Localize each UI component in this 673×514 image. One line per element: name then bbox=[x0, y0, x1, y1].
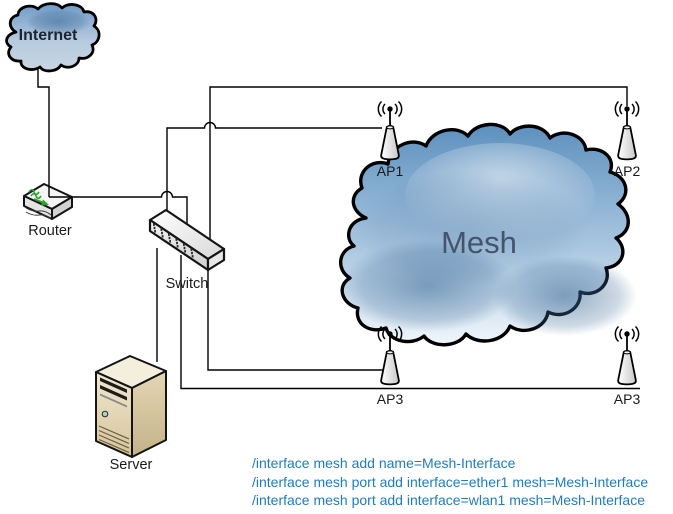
ap1-icon bbox=[377, 100, 403, 161]
internet-cloud: Internet bbox=[5, 2, 101, 73]
internet-cloud-label: Internet bbox=[19, 27, 78, 44]
server-slot bbox=[100, 377, 127, 393]
router-arrowhead bbox=[41, 199, 49, 206]
router-icon bbox=[23, 183, 73, 220]
switch-label: Switch bbox=[166, 276, 209, 292]
ap3-left-label: AP3 bbox=[377, 391, 404, 407]
connector-switch-ap3-right bbox=[180, 255, 640, 390]
cli-commands: /interface mesh add name=Mesh-Interface … bbox=[252, 454, 648, 510]
router-antenna-squiggles bbox=[28, 188, 42, 200]
router-ridges bbox=[25, 207, 52, 220]
server-power-led bbox=[101, 410, 109, 418]
mesh-cloud: Mesh bbox=[339, 122, 637, 347]
cli-command-line: /interface mesh port add interface=ether… bbox=[252, 473, 649, 490]
server-slot bbox=[100, 385, 127, 401]
cli-command-line: /interface mesh port add interface=wlan1… bbox=[252, 492, 645, 509]
switch-ports bbox=[153, 223, 194, 258]
ap2-icon bbox=[614, 100, 640, 161]
connectors bbox=[156, 86, 640, 390]
server-slot bbox=[100, 393, 127, 408]
connector-router-switch bbox=[49, 190, 188, 228]
cli-command-line: /interface mesh add name=Mesh-Interface bbox=[252, 455, 516, 471]
internet-cloud-shade bbox=[26, 9, 90, 35]
connector-switch-ap1 bbox=[166, 121, 382, 235]
ap3-right-label: AP3 bbox=[614, 391, 641, 407]
router-label: Router bbox=[28, 223, 72, 239]
ap2-label: AP2 bbox=[614, 163, 641, 179]
mesh-cloud-puff bbox=[493, 256, 637, 336]
ap3-right-icon bbox=[614, 325, 640, 386]
server-label: Server bbox=[110, 457, 153, 473]
connector-switch-ap2 bbox=[209, 86, 628, 240]
server-vents bbox=[98, 425, 130, 454]
ap1-label: AP1 bbox=[377, 163, 404, 179]
server-icon bbox=[95, 355, 167, 458]
mesh-cloud-label: Mesh bbox=[441, 225, 517, 260]
mesh-cloud-puff bbox=[340, 240, 516, 332]
connector-switch-ap3-left bbox=[207, 252, 383, 371]
switch-icon bbox=[148, 208, 226, 272]
connector-internet-router bbox=[37, 68, 50, 197]
